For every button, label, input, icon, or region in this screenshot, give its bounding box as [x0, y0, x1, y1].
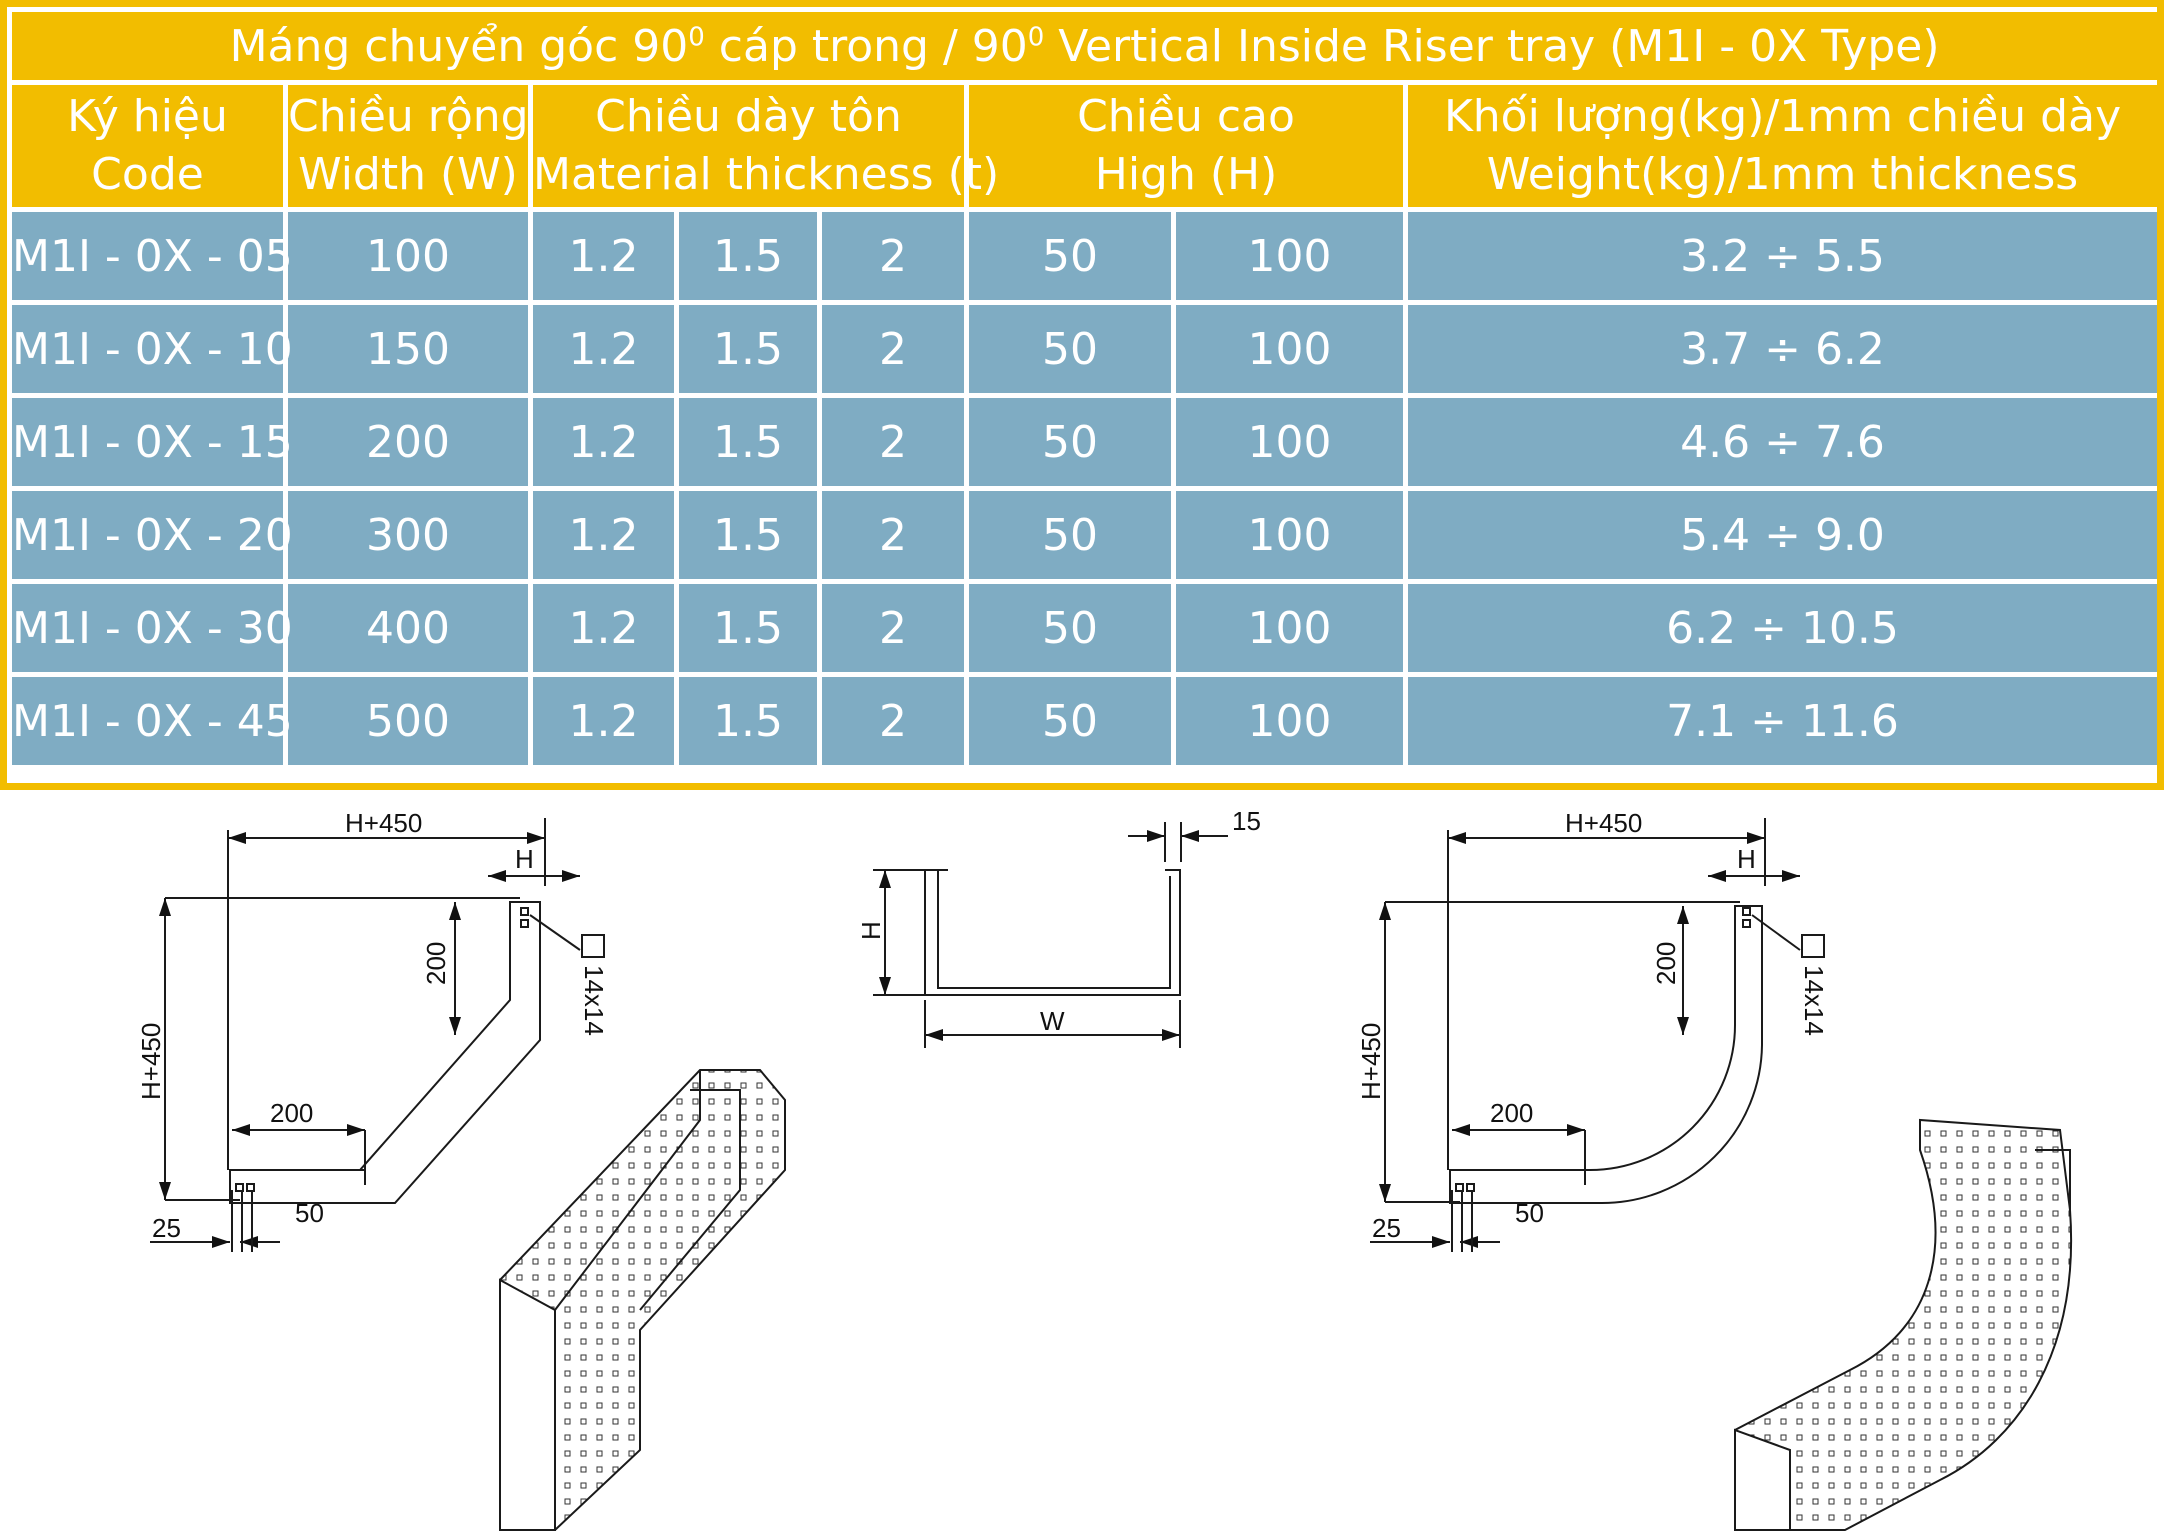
cell-width: 500: [283, 672, 533, 770]
cell-width: 300: [283, 486, 533, 584]
cell-height: 100: [1171, 579, 1408, 677]
cell-thickness: 1.2: [528, 393, 679, 491]
dim-label: 25: [1372, 1213, 1401, 1243]
cell-height: 50: [964, 579, 1176, 677]
table-row: M1I - 0X - 05 100 1.2 1.5 2 50 100 3.2 ÷…: [7, 207, 2163, 305]
cell-height: 100: [1171, 300, 1408, 398]
dim-label: 25: [152, 1213, 181, 1243]
cell-height: 50: [964, 672, 1176, 770]
cell-code: M1I - 0X - 10: [7, 300, 293, 398]
dim-label: H: [856, 921, 886, 940]
curved-riser-isometric: [1734, 1118, 2073, 1531]
table-row: M1I - 0X - 45 500 1.2 1.5 2 50 100 7.1 ÷…: [7, 672, 2163, 770]
angled-riser-plan-drawing: [150, 818, 605, 1252]
cell-thickness: 1.5: [674, 486, 822, 584]
cell-thickness: 2: [817, 579, 969, 677]
table-row: M1I - 0X - 30 400 1.2 1.5 2 50 100 6.2 ÷…: [7, 579, 2163, 677]
cell-thickness: 1.5: [674, 672, 822, 770]
cell-thickness: 1.5: [674, 207, 822, 305]
cell-thickness: 2: [817, 207, 969, 305]
cell-weight: 6.2 ÷ 10.5: [1402, 579, 2163, 677]
cell-weight: 4.6 ÷ 7.6: [1402, 393, 2163, 491]
cell-code: M1I - 0X - 20: [7, 486, 293, 584]
dim-label: 200: [421, 942, 451, 985]
cell-height: 100: [1171, 672, 1408, 770]
dim-label: 14x14: [1799, 965, 1829, 1036]
cell-height: 50: [964, 207, 1176, 305]
dim-label: 200: [270, 1098, 313, 1128]
dim-label: 50: [1515, 1198, 1544, 1228]
curved-riser-plan-drawing: [1370, 818, 1825, 1252]
cell-height: 100: [1171, 207, 1408, 305]
cell-width: 100: [283, 207, 533, 305]
cell-thickness: 1.2: [528, 207, 679, 305]
dim-label: W: [1040, 1006, 1065, 1036]
cell-weight: 3.7 ÷ 6.2: [1402, 300, 2163, 398]
cross-section-drawing: [873, 822, 1228, 1048]
cell-thickness: 2: [817, 300, 969, 398]
dim-label: 200: [1490, 1098, 1533, 1128]
cell-thickness: 1.2: [528, 300, 679, 398]
cell-width: 200: [283, 393, 533, 491]
cell-thickness: 1.5: [674, 393, 822, 491]
cell-code: M1I - 0X - 05: [7, 207, 293, 305]
dim-label: 14x14: [579, 965, 609, 1036]
technical-drawings: H+450 H 200 H+450 200 14x14 25 50 H W 15: [136, 806, 2073, 1531]
cell-height: 50: [964, 300, 1176, 398]
cell-weight: 3.2 ÷ 5.5: [1402, 207, 2163, 305]
dim-label: H+450: [1356, 1023, 1386, 1100]
table-row: M1I - 0X - 15 200 1.2 1.5 2 50 100 4.6 ÷…: [7, 393, 2163, 491]
table-title: Máng chuyển góc 900 cáp trong / 900 Vert…: [6, 7, 2163, 85]
cell-width: 150: [283, 300, 533, 398]
cell-thickness: 2: [817, 393, 969, 491]
cell-thickness: 1.5: [674, 300, 822, 398]
dim-label: H+450: [136, 1023, 166, 1100]
dim-label: H+450: [345, 808, 422, 838]
dim-label: H: [1737, 844, 1756, 874]
cell-code: M1I - 0X - 45: [7, 672, 293, 770]
cell-weight: 5.4 ÷ 9.0: [1402, 486, 2163, 584]
cell-thickness: 1.2: [528, 579, 679, 677]
cell-thickness: 2: [817, 672, 969, 770]
cell-height: 50: [964, 393, 1176, 491]
cell-thickness: 1.2: [528, 486, 679, 584]
cell-width: 400: [283, 579, 533, 677]
cell-thickness: 2: [817, 486, 969, 584]
table-row: M1I - 0X - 10 150 1.2 1.5 2 50 100 3.7 ÷…: [7, 300, 2163, 398]
cell-weight: 7.1 ÷ 11.6: [1402, 672, 2163, 770]
cell-thickness: 1.2: [528, 672, 679, 770]
dim-label: H: [515, 844, 534, 874]
table-row: M1I - 0X - 20 300 1.2 1.5 2 50 100 5.4 ÷…: [7, 486, 2163, 584]
dim-label: 15: [1232, 806, 1261, 836]
cell-height: 100: [1171, 393, 1408, 491]
cell-code: M1I - 0X - 15: [7, 393, 293, 491]
dim-label: 50: [295, 1198, 324, 1228]
angled-riser-isometric: [499, 1069, 786, 1531]
cell-code: M1I - 0X - 30: [7, 579, 293, 677]
dim-label: H+450: [1565, 808, 1642, 838]
cell-height: 100: [1171, 486, 1408, 584]
dim-label: 200: [1651, 942, 1681, 985]
cell-thickness: 1.5: [674, 579, 822, 677]
cell-height: 50: [964, 486, 1176, 584]
spec-table: Máng chuyển góc 900 cáp trong / 900 Vert…: [6, 7, 2163, 770]
